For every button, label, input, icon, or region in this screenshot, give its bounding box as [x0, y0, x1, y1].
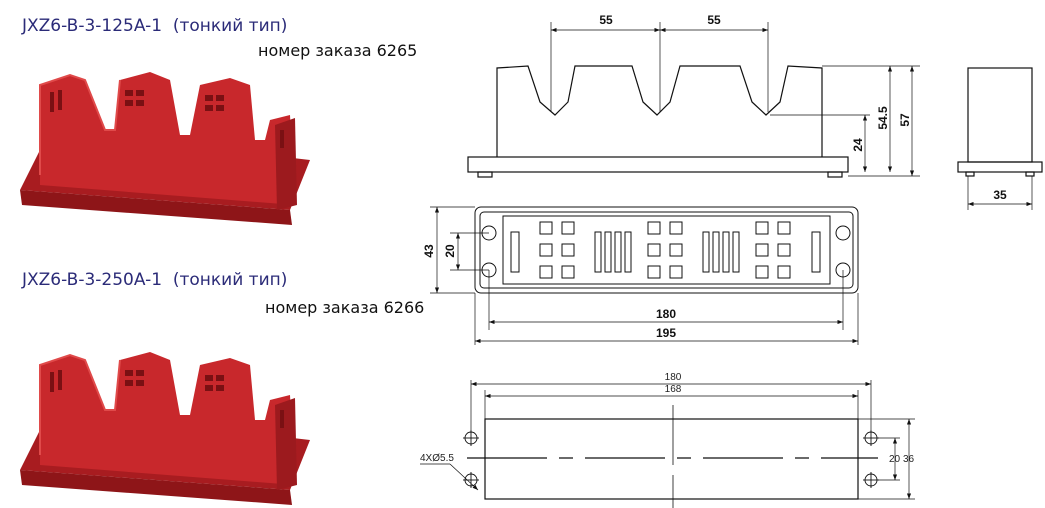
dim-total-height: 57: [898, 113, 912, 127]
product-photo-250a: [19, 351, 311, 506]
dim-notch-height: 24: [851, 138, 865, 152]
dim-mount-hole-spacing: 20: [889, 454, 901, 465]
mount-hole-spec: 4XØ5.5: [420, 453, 454, 464]
dim-mount-outer-width: 180: [665, 372, 682, 383]
product-title-1: JXZ6-B-3-125A-1 (тонкий тип): [22, 16, 288, 36]
dim-top-inner-width: 180: [656, 307, 676, 321]
dim-mount-inner-width: 168: [665, 384, 682, 395]
order-number-2: номер заказа 6266: [265, 298, 425, 317]
dim-pitch-right: 55: [707, 13, 721, 27]
front-view-drawing: [467, 22, 920, 178]
mounting-view-drawing: [420, 380, 915, 508]
order-number-1: номер заказа 6265: [258, 41, 418, 60]
product-photo-125a: [19, 71, 311, 226]
dim-top-outer-height: 43: [422, 244, 436, 258]
dim-body-height: 54.5: [876, 106, 890, 130]
product-title-2: JXZ6-B-3-250A-1 (тонкий тип): [22, 270, 288, 290]
dim-side-width: 35: [993, 188, 1007, 202]
dim-top-outer-width: 195: [656, 326, 676, 340]
side-view-drawing: [957, 67, 1043, 210]
dim-pitch-left: 55: [599, 13, 613, 27]
top-view-drawing: [430, 206, 859, 345]
dim-top-hole-spacing: 20: [443, 244, 457, 258]
dim-mount-outer-height: 36: [903, 454, 915, 465]
